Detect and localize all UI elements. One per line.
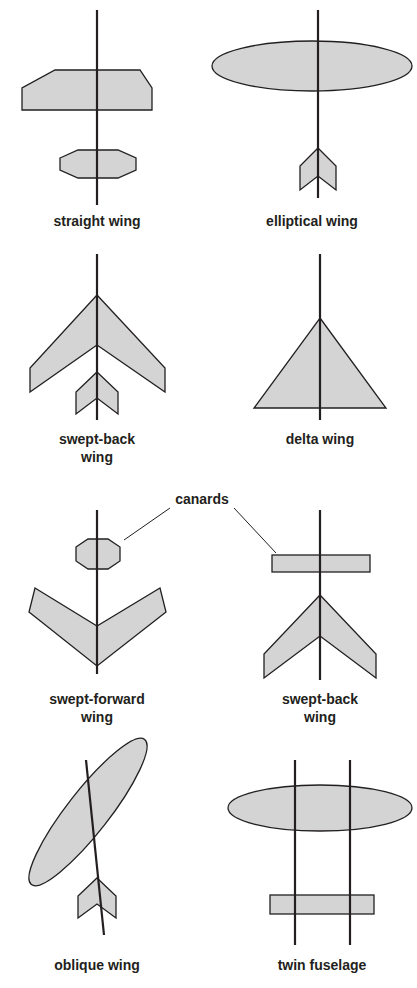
fuselage	[96, 10, 98, 205]
wing-caption: oblique wing	[22, 956, 172, 974]
fuselage	[96, 510, 98, 674]
canard-swept-back-plane	[264, 510, 376, 680]
leader-line	[124, 508, 170, 540]
wing-caption: swept-back wing	[47, 430, 147, 466]
wing-caption: twin fuselage	[247, 956, 397, 974]
fuselage	[96, 254, 98, 420]
wing-caption: swept-back wing	[270, 690, 370, 726]
elliptical-wing	[228, 785, 412, 831]
wing-caption: elliptical wing	[227, 212, 397, 230]
oblique-wing-plane	[15, 727, 161, 935]
delta-wing-plane	[254, 254, 386, 420]
wing-caption: swept-forward wing	[37, 690, 157, 726]
tail	[78, 878, 116, 918]
fuselage	[349, 760, 351, 945]
leader-line	[234, 508, 276, 553]
straight-wing	[22, 70, 152, 110]
elliptical-wing-plane	[212, 10, 412, 198]
oblique-wing	[15, 727, 161, 898]
fuselage	[319, 510, 321, 680]
wing-caption: straight wing	[22, 212, 172, 230]
wing-caption: delta wing	[245, 430, 395, 448]
fuselage	[294, 760, 296, 945]
tailplane	[270, 895, 374, 914]
fuselage	[86, 760, 104, 935]
elliptical-wing	[212, 41, 412, 91]
straight-wing-plane	[22, 10, 152, 205]
callout-label: canards	[162, 490, 242, 508]
twin-fuselage-plane	[228, 760, 412, 945]
fuselage	[317, 10, 319, 198]
swept-back-wing-plane	[30, 254, 165, 420]
fuselage	[319, 254, 321, 420]
swept-forward-wing-plane	[29, 510, 166, 674]
